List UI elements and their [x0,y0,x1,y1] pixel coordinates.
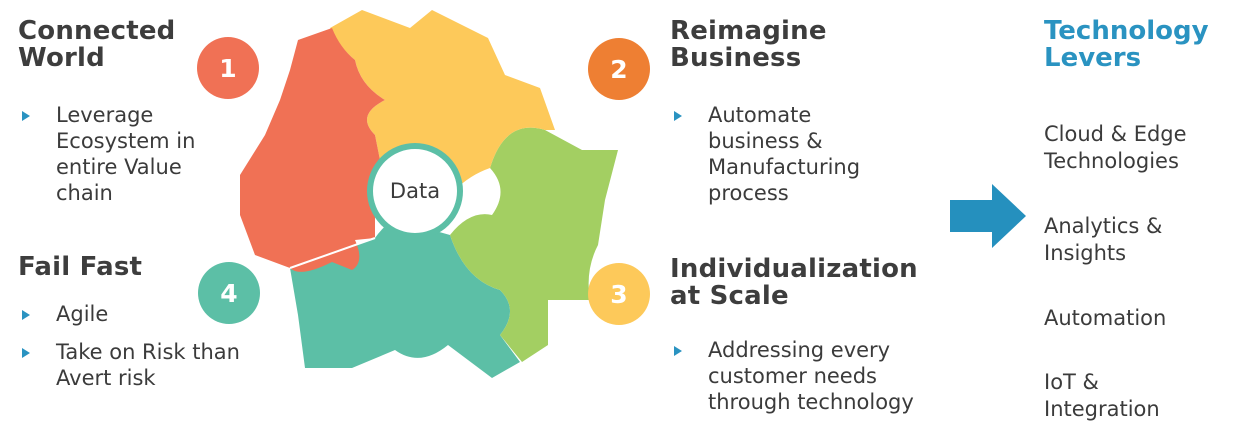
technology-title-line-1: Technology [1044,16,1209,46]
section-2-title-line-2: Business [670,43,802,73]
step-number: 2 [610,54,628,84]
technology-title-line-2: Levers [1044,43,1142,73]
tech-item-cloud-edge: Cloud & Edge Technologies [1044,121,1187,175]
section-1-title-line-2: World [18,43,105,73]
bullet-line: Ecosystem in [56,129,196,153]
section-4-title: Fail Fast [18,254,142,281]
tech-item-iot: IoT & Integration [1044,369,1160,423]
step-badge-3: 3 [588,263,650,325]
tech-item-analytics: Analytics & Insights [1044,213,1162,267]
tech-item-automation: Automation [1044,305,1166,332]
puzzle-seam [289,237,376,269]
bullet-line: process [708,181,789,205]
bullet-line: Addressing every [708,338,891,362]
step-badge-1: 1 [197,37,259,99]
section-3-title-line-2: at Scale [670,281,789,311]
bullet-line: Automate [708,103,812,127]
triangle-bullet-icon [674,111,682,121]
bullet-line: entire Value [56,155,182,179]
data-hub-circle: Data [367,143,463,239]
list-item: Addressing every customer needs through … [674,337,914,415]
triangle-bullet-icon [22,111,30,121]
section-4-title-line-1: Fail Fast [18,252,143,282]
list-item: Agile [22,301,240,327]
section-1-title-line-1: Connected [18,16,176,46]
bullet-line: Leverage [56,103,154,127]
right-arrow-icon [950,184,1026,248]
section-3-title-line-1: Individualization [670,254,918,284]
step-badge-2: 2 [588,38,650,100]
step-number: 4 [220,278,238,308]
bullet-line: chain [56,181,113,205]
bullet-line: business & [708,129,823,153]
section-2-title-line-1: Reimagine [670,16,827,46]
bullet-line: Agile [56,302,109,326]
step-badge-4: 4 [198,262,260,324]
puzzle-piece-yellow [330,10,555,190]
tech-item-line: Insights [1044,241,1127,265]
tech-item-line: Cloud & Edge [1044,122,1187,146]
bullet-line: customer needs [708,364,877,388]
triangle-bullet-icon [22,310,30,320]
section-3-title: Individualization at Scale [670,256,918,310]
triangle-bullet-icon [674,346,682,356]
bullet-line: Take on Risk than [56,340,240,364]
tech-item-line: Analytics & [1044,214,1163,238]
technology-levers-title: Technology Levers [1044,18,1209,72]
tech-item-line: Technologies [1044,149,1179,173]
tech-item-line: Automation [1044,306,1167,330]
tech-item-line: IoT & [1044,370,1099,394]
bullet-line: through technology [708,390,914,414]
data-hub-label: Data [389,179,441,203]
tech-item-line: Integration [1044,397,1160,421]
puzzle-piece-red [240,28,385,272]
puzzle-gear-graphic [240,10,618,378]
section-1-title: Connected World [18,18,175,72]
bullet-line: Avert risk [56,366,156,390]
list-item: Leverage Ecosystem in entire Value chain [22,102,195,206]
section-2-title: Reimagine Business [670,18,827,72]
triangle-bullet-icon [22,348,30,358]
list-item: Take on Risk than Avert risk [22,339,240,391]
section-3-bullets: Addressing every customer needs through … [674,337,914,427]
section-4-bullets: Agile Take on Risk than Avert risk [22,301,240,403]
step-number: 1 [219,53,237,83]
section-2-bullets: Automate business & Manufacturing proces… [674,102,860,218]
section-1-bullets: Leverage Ecosystem in entire Value chain [22,102,195,218]
puzzle-piece-green [450,127,618,362]
list-item: Automate business & Manufacturing proces… [674,102,860,206]
step-number: 3 [610,279,628,309]
bullet-line: Manufacturing [708,155,861,179]
